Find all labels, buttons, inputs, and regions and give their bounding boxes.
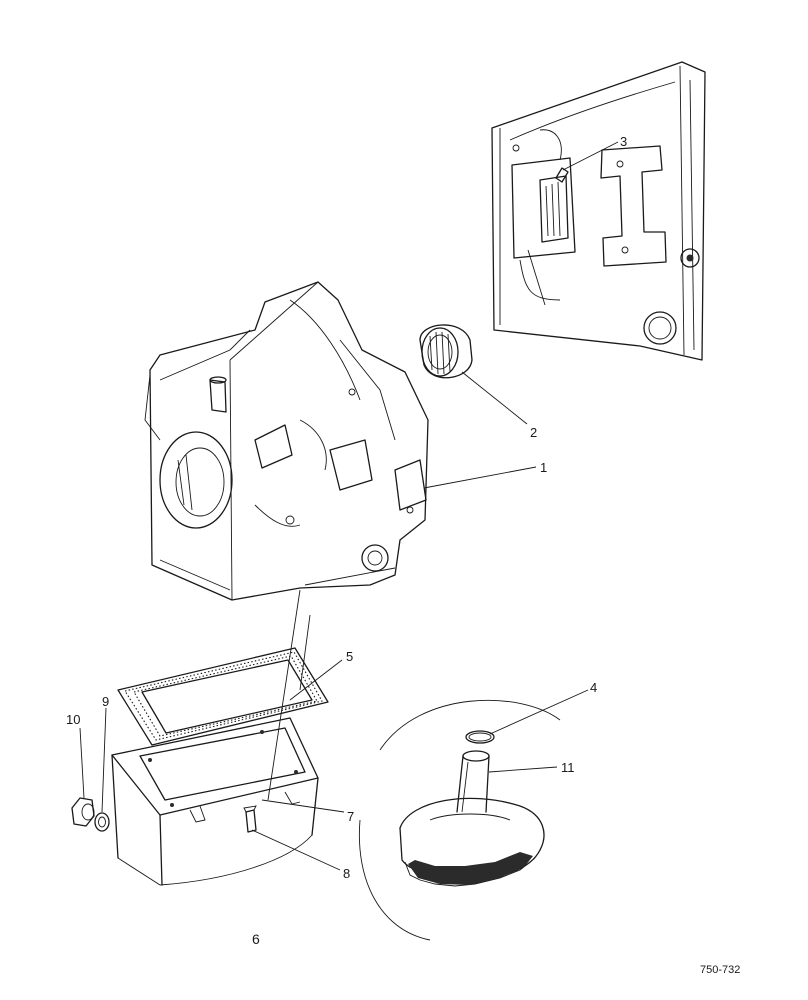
leader-4 (489, 689, 589, 735)
leader-9 (101, 707, 107, 813)
leader-11 (488, 766, 558, 773)
drain-plug (71, 797, 95, 827)
callout-4: 4 (590, 680, 597, 695)
leader-10 (79, 727, 85, 799)
leader-1 (423, 466, 537, 489)
detail-view (358, 699, 561, 941)
callout-9: 9 (102, 694, 109, 709)
callout-10: 10 (66, 712, 80, 727)
sump-gasket (117, 647, 329, 746)
callout-2: 2 (530, 425, 537, 440)
callout-1: 1 (540, 460, 547, 475)
callout-11: 11 (561, 760, 575, 775)
leader-8 (251, 829, 341, 871)
oil-sump-pan (111, 717, 319, 886)
sump-bolt (243, 805, 257, 833)
alignment-line (299, 614, 311, 691)
transmission-housing (144, 281, 429, 601)
alignment-line (267, 589, 301, 801)
leader-2 (461, 371, 528, 425)
o-ring (465, 730, 495, 744)
sealing-washer (94, 812, 110, 832)
leader-lines (79, 141, 619, 871)
inset-marker-3 (555, 167, 569, 183)
callout-8: 8 (343, 866, 350, 881)
figure-number: 6 (252, 931, 260, 947)
leader-5 (289, 659, 343, 701)
needle-bearing (419, 324, 473, 379)
callout-5: 5 (346, 649, 353, 664)
callout-3: 3 (620, 134, 627, 149)
leader-7 (261, 799, 345, 813)
suction-filter (399, 750, 545, 887)
callout-7: 7 (347, 809, 354, 824)
housing-inset-view (491, 61, 706, 361)
leader-3 (562, 141, 619, 171)
drawing-reference: 750-732 (700, 964, 740, 976)
